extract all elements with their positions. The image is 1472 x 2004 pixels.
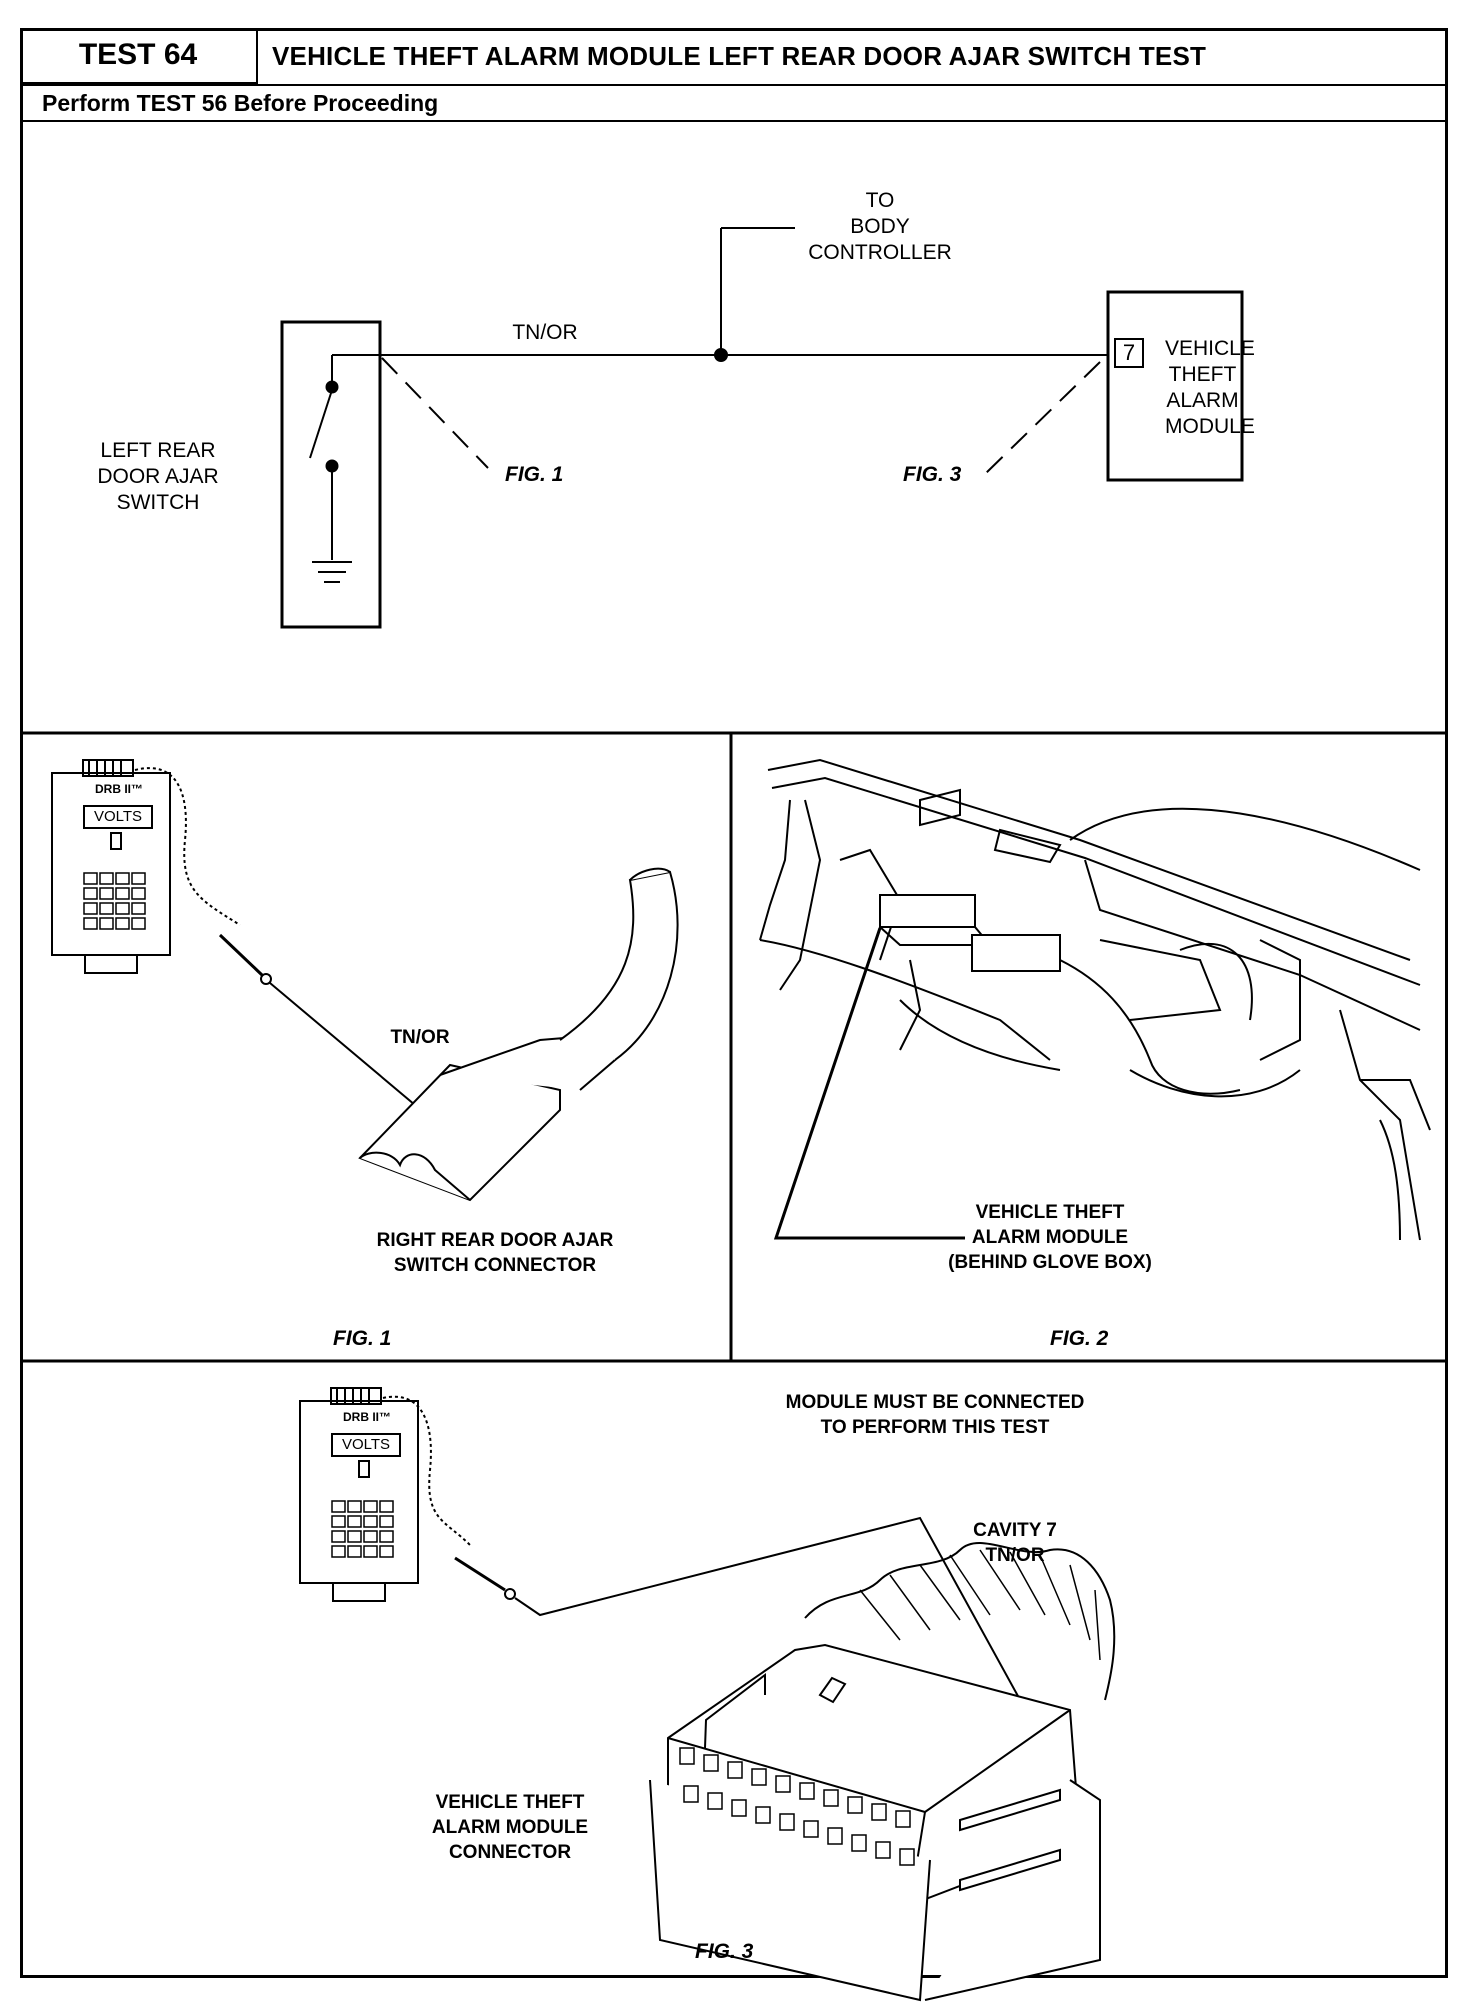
connector-cavity (851, 1834, 867, 1852)
fig3-cavity-label: CAVITY 7 TN/OR (973, 1520, 1057, 1566)
connector-cavity (703, 1754, 719, 1772)
fig1-tester-brand: DRB II™ (95, 782, 143, 796)
connector-cavity (799, 1782, 815, 1800)
connector-cavity (727, 1761, 743, 1779)
connector-cavity (779, 1813, 795, 1831)
fig3-connected-note: MODULE MUST BE CONNECTED TO PERFORM THIS… (785, 1392, 1085, 1438)
page-frame (20, 28, 1448, 1978)
prerequisite-divider (20, 120, 1448, 122)
fig1-connector (358, 867, 679, 1202)
fig1-tester (51, 759, 416, 1106)
connector-cavity (823, 1789, 839, 1807)
prerequisite-note: Perform TEST 56 Before Proceeding (42, 89, 439, 116)
connector-cavity (679, 1747, 695, 1765)
fig3-tester-display: VOLTS (341, 1436, 391, 1453)
connector-cavity (707, 1792, 723, 1810)
module-pin-7: 7 (1114, 338, 1144, 368)
schematic-wire (332, 227, 1108, 362)
connector-cavity (731, 1799, 747, 1817)
fig3-connector (649, 1541, 1116, 2002)
fig3-tester (299, 1387, 1036, 1728)
body-controller-label: TO BODY CONTROLLER (808, 189, 952, 264)
connector-cavity (775, 1775, 791, 1793)
connector-cavity (875, 1841, 891, 1859)
connector-cavity (803, 1820, 819, 1838)
test-number: TEST 64 (20, 28, 258, 84)
fig3-tester-brand: DRB II™ (343, 1410, 391, 1424)
fig2-caption: FIG. 2 (1050, 1327, 1109, 1350)
fig3-connector-label: VEHICLE THEFT ALARM MODULE CONNECTOR (431, 1792, 589, 1863)
fig1-connector-label: RIGHT REAR DOOR AJAR SWITCH CONNECTOR (376, 1230, 614, 1276)
fig3-caption: FIG. 3 (695, 1940, 754, 1963)
connector-cavity (895, 1810, 911, 1828)
header-divider (20, 84, 1448, 86)
connector-cavity (755, 1806, 771, 1824)
test-title: VEHICLE THEFT ALARM MODULE LEFT REAR DOO… (272, 40, 1207, 71)
fig3-cavities (679, 1747, 915, 1866)
fig1-tester-display: VOLTS (93, 808, 143, 825)
schematic-switch (280, 320, 382, 629)
fig1-reference: FIG. 1 (505, 463, 564, 486)
fig2-module-label: VEHICLE THEFT ALARM MODULE (BEHIND GLOVE… (948, 1202, 1152, 1273)
fig3-reference: FIG. 3 (903, 463, 962, 486)
schematic-module-box (1106, 290, 1244, 482)
wire-label-tn-or: TN/OR (512, 321, 578, 344)
connector-cavity (751, 1768, 767, 1786)
fig1-caption: FIG. 1 (333, 1327, 392, 1350)
connector-cavity (827, 1827, 843, 1845)
connector-cavity (871, 1803, 887, 1821)
connector-cavity (847, 1796, 863, 1814)
switch-label: LEFT REAR DOOR AJAR SWITCH (97, 439, 219, 514)
connector-cavity (683, 1785, 699, 1803)
fig2-dashboard (759, 758, 1431, 1241)
schematic-fig-leaders (381, 357, 1101, 475)
module-label: VEHICLE THEFT ALARM MODULE (1165, 337, 1255, 438)
fig1-wire-label: TN/OR (390, 1027, 450, 1048)
connector-cavity (899, 1848, 915, 1866)
fig2-leader (773, 927, 965, 1240)
